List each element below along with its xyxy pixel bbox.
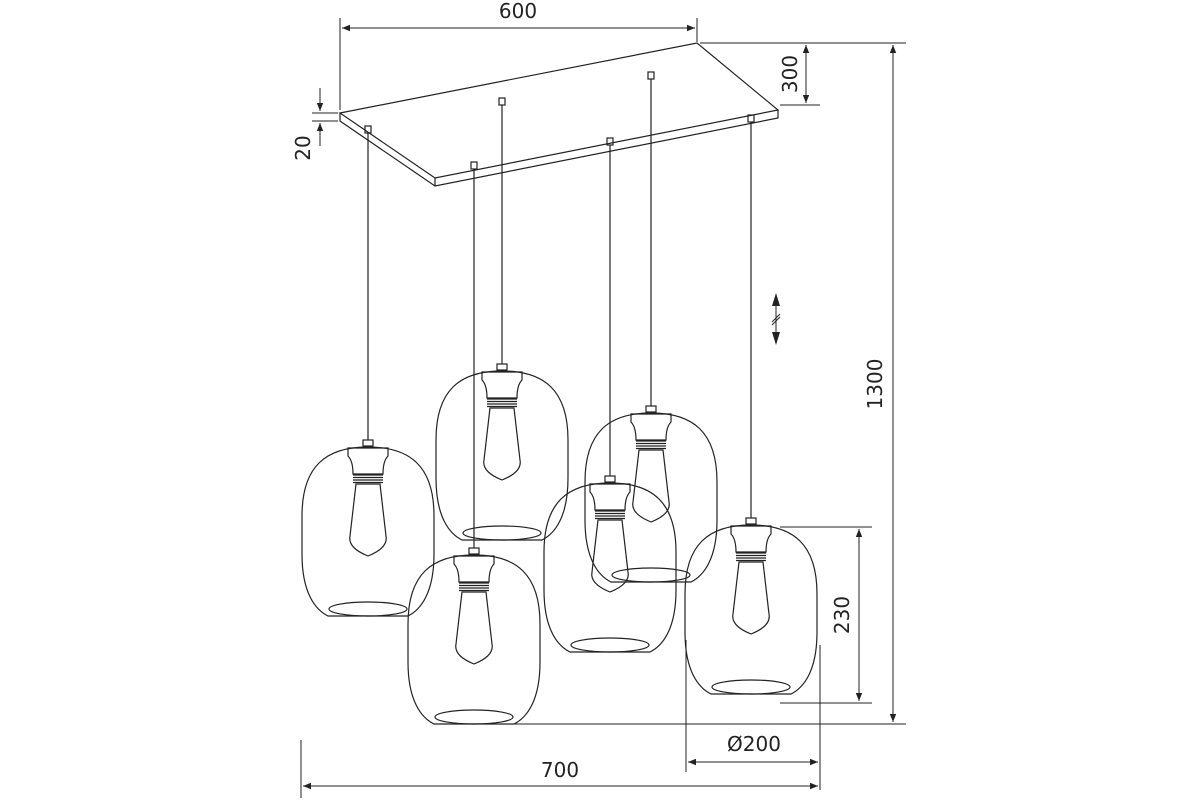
cap bbox=[468, 547, 480, 555]
shade-opening bbox=[462, 525, 542, 541]
dimension-label-700: 700 bbox=[541, 758, 579, 782]
lamp-shade bbox=[684, 517, 818, 695]
lamp-shade bbox=[301, 439, 435, 617]
lamp-shade bbox=[584, 405, 718, 583]
dimension-label-300: 300 bbox=[778, 55, 802, 93]
light-bulb-icon bbox=[455, 591, 493, 665]
socket bbox=[589, 483, 631, 511]
lamp-shade bbox=[543, 475, 677, 653]
socket bbox=[453, 555, 495, 583]
light-bulb-icon bbox=[632, 449, 670, 523]
socket bbox=[481, 371, 523, 399]
cap bbox=[745, 517, 757, 525]
dimension-label-230: 230 bbox=[830, 596, 854, 634]
dimension-label-20: 20 bbox=[291, 135, 315, 160]
cable-anchor bbox=[470, 161, 478, 170]
shade-opening bbox=[328, 601, 408, 617]
glass-shade bbox=[435, 370, 569, 541]
dimension-label-1300: 1300 bbox=[863, 359, 887, 410]
adjustable-height-icon bbox=[771, 293, 781, 345]
dimension-label-600: 600 bbox=[499, 0, 537, 23]
dimension-canopy-length: 600 bbox=[339, 0, 698, 110]
suspension-cables bbox=[364, 71, 755, 548]
light-bulb-icon bbox=[591, 519, 629, 593]
light-bulb-icon bbox=[349, 483, 387, 557]
lamp-shade bbox=[435, 363, 569, 541]
cable-anchor bbox=[498, 97, 506, 106]
dimension-shade-diameter: Ø200 bbox=[685, 640, 821, 790]
lamp-shade bbox=[407, 547, 541, 725]
dimension-shade-height: 230 bbox=[780, 526, 872, 704]
cap bbox=[496, 363, 508, 371]
socket bbox=[347, 447, 389, 475]
light-bulb-icon bbox=[732, 561, 770, 635]
cap bbox=[604, 475, 616, 483]
lamp-shades bbox=[301, 363, 818, 725]
glass-shade bbox=[684, 524, 818, 695]
shade-opening bbox=[570, 637, 650, 653]
glass-shade bbox=[301, 446, 435, 617]
dimension-canopy-height: 20 bbox=[291, 88, 338, 161]
shade-opening bbox=[434, 709, 514, 725]
socket bbox=[630, 413, 672, 441]
shade-opening bbox=[711, 679, 791, 695]
cap bbox=[362, 439, 374, 447]
glass-shade bbox=[584, 412, 718, 583]
ceiling-canopy bbox=[338, 42, 780, 187]
socket bbox=[730, 525, 772, 553]
dimension-total-height: 1300 bbox=[500, 42, 906, 725]
dimension-label-200: Ø200 bbox=[727, 732, 781, 756]
shade-opening bbox=[611, 567, 691, 583]
cable-anchor bbox=[647, 71, 655, 80]
dimension-total-width: 700 bbox=[300, 740, 818, 798]
glass-shade bbox=[407, 554, 541, 725]
light-bulb-icon bbox=[483, 407, 521, 481]
cap bbox=[645, 405, 657, 413]
